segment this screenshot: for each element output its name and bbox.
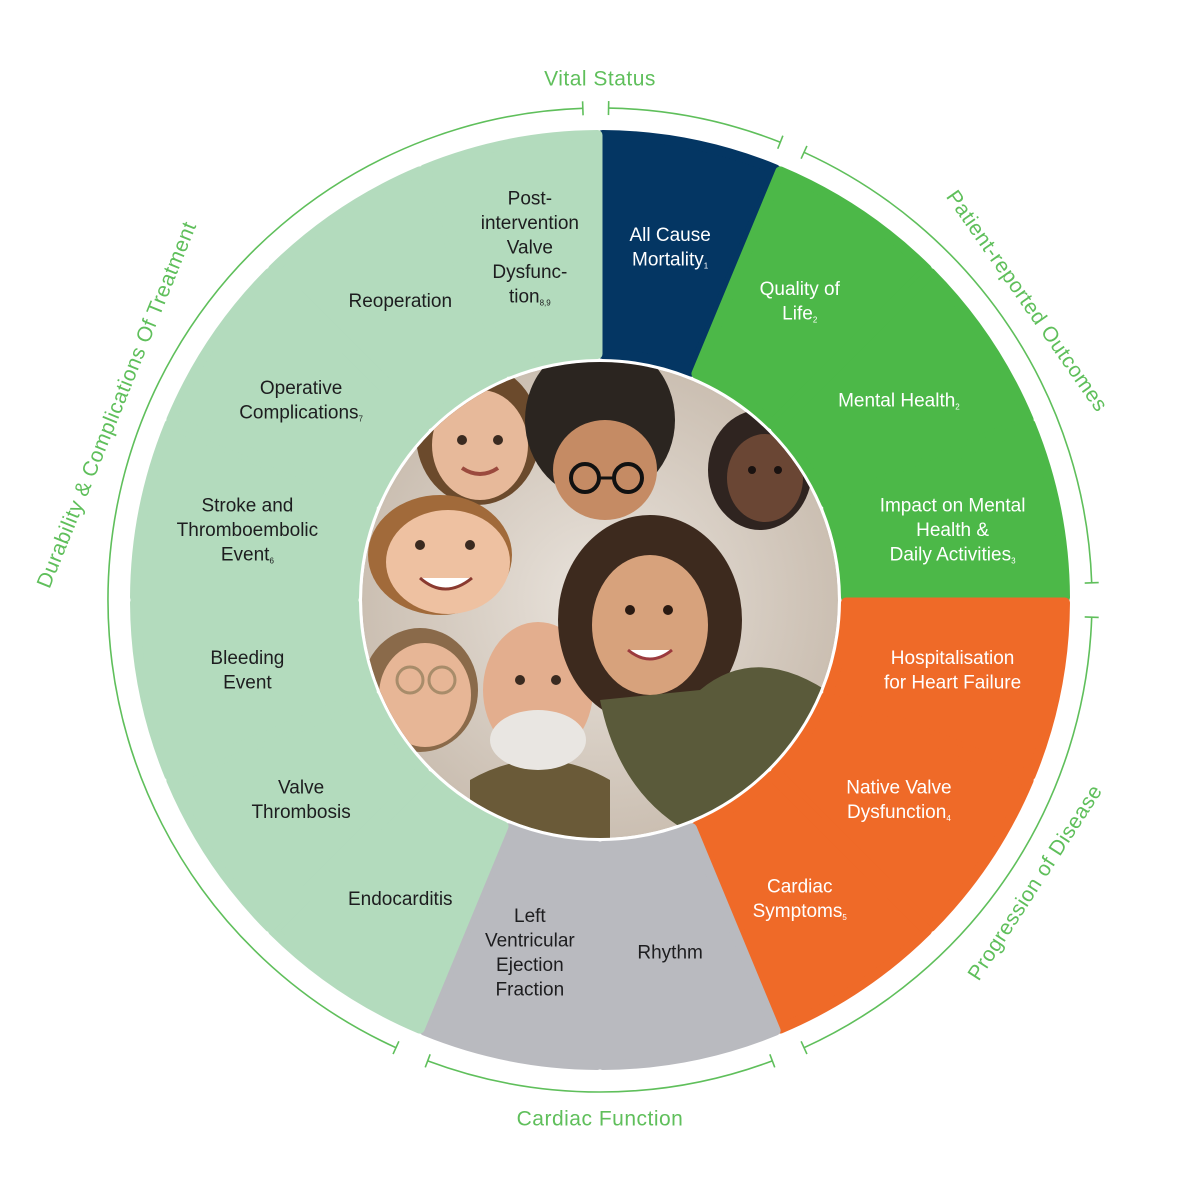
bracket-durability [107,107,583,1049]
segment-reoperation [267,166,509,430]
segment-label-rhythm: Rhythm [637,943,702,964]
segments-layer [130,130,1070,1070]
bracket-tick-patient [800,145,808,160]
segment-label-reoperation: Reoperation [349,291,453,312]
bracket-vital [608,107,781,143]
bracket-tick-cardiac [424,1054,431,1068]
segment-all-cause-mortality [597,130,781,377]
segment-bleeding-event [130,597,377,781]
segment-lvef [419,823,603,1070]
group-brackets-layer [107,101,1099,1093]
face-top-center [525,362,675,520]
bracket-tick-cardiac [769,1054,776,1068]
segment-rhythm [597,823,781,1070]
segment-impact-mental-health [823,419,1070,603]
bracket-cardiac [427,1060,773,1093]
segment-native-valve-dysfunction [770,691,1034,933]
segment-cardiac-symptoms [691,770,933,1034]
segment-endocarditis [267,770,509,1034]
segment-post-intervention [419,130,603,377]
face-left-smiling-man [368,495,512,615]
segment-label-endocarditis: Endocarditis [348,889,453,910]
bracket-patient [803,151,1093,583]
bracket-tick-progression [800,1040,808,1055]
segment-operative-complications [166,267,430,509]
group-label-cardiac: Cardiac Function [517,1108,684,1131]
segment-hospitalisation [823,597,1070,781]
center-photo-group-of-people [362,362,838,838]
segment-stroke [130,419,377,603]
segment-label-mental-health: Mental Health2 [838,390,960,411]
segment-mental-health [770,267,1034,509]
bracket-tick-vital [777,135,784,150]
segment-quality-of-life [691,166,933,430]
group-label-vital: Vital Status [544,68,656,91]
segment-valve-thrombosis [166,691,430,933]
bracket-tick-durability [392,1040,400,1055]
bracket-progression [803,617,1093,1049]
